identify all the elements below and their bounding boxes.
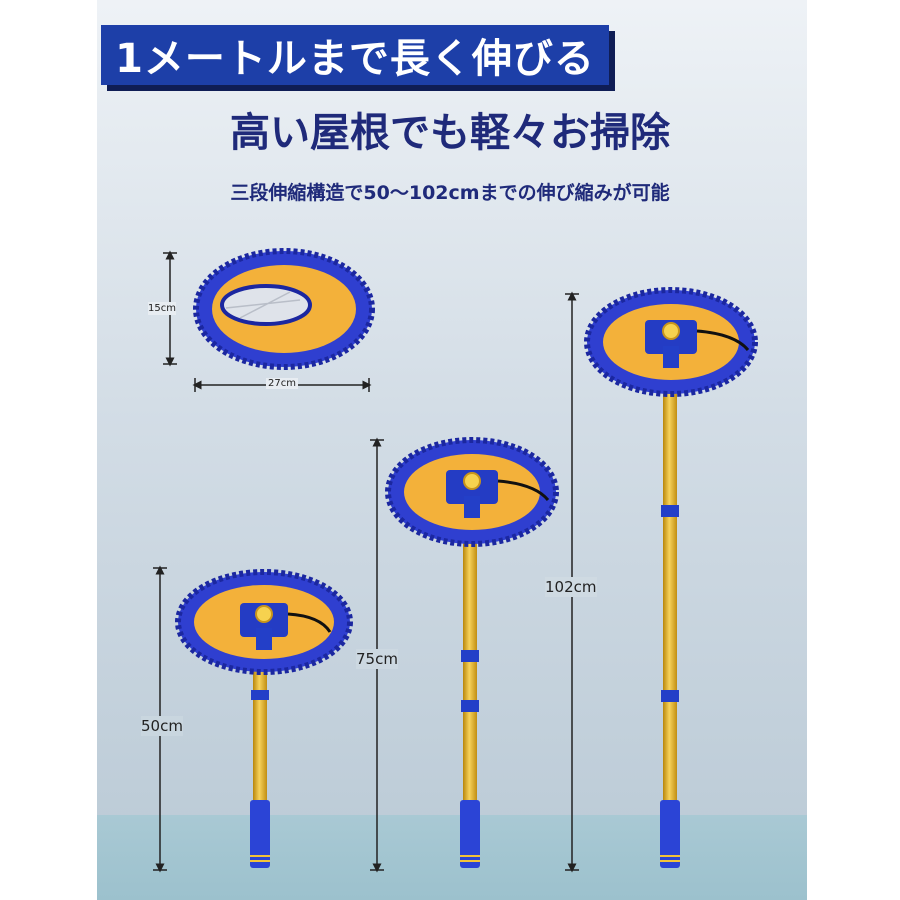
head-width-label: 27cm [266,378,298,389]
subheadline-text: 高い屋根でも軽々お掃除 [230,110,670,156]
mop-short [175,569,353,868]
headline-banner: 1メートルまで長く伸びる [101,25,609,85]
headline-text: 1メートルまで長く伸びる [115,36,595,82]
medium-length-label: 75cm [356,649,398,669]
mop-head-detail [193,248,375,370]
short-length-label: 50cm [141,716,183,736]
floor-band [97,815,807,900]
background-panel [97,0,807,900]
mop-long [584,287,758,868]
long-length-label: 102cm [545,577,597,597]
head-height-label: 15cm [148,302,176,315]
caption-text: 三段伸縮構造で50〜102cmまでの伸び縮みが可能 [230,182,670,204]
mop-medium [385,437,559,868]
